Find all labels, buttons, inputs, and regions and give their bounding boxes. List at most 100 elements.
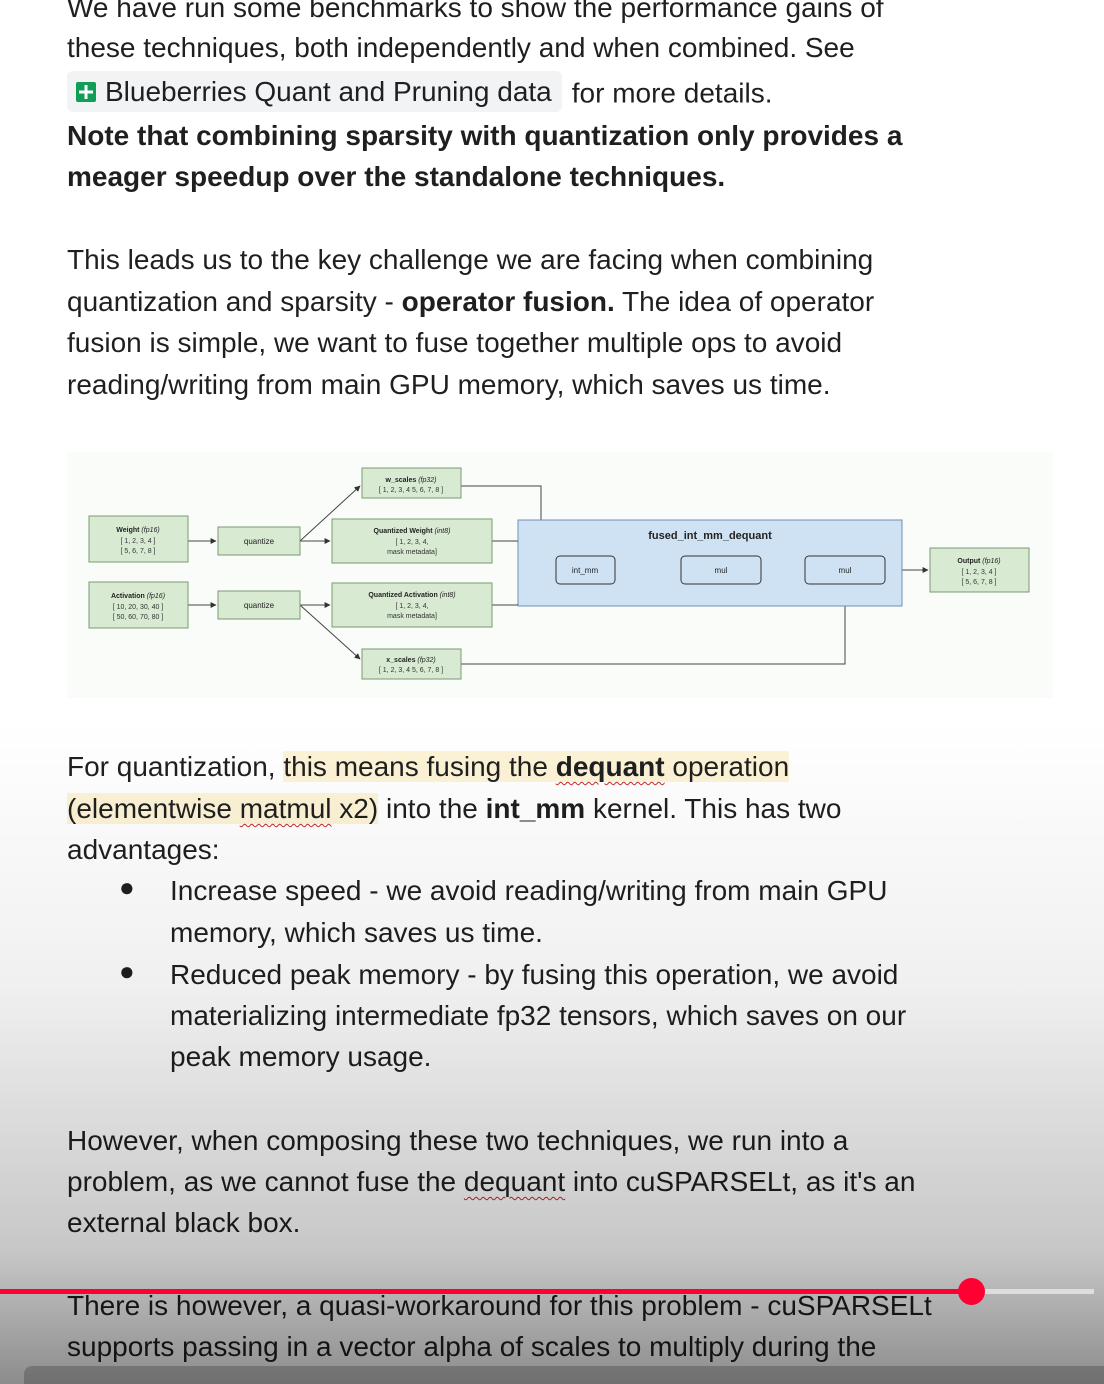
output-title: Output <box>957 558 981 565</box>
operator-fusion-term: operator fusion. <box>401 286 615 317</box>
quantized-activation-dtype: (int8) <box>440 592 456 599</box>
activation-dtype: (fp16) <box>147 593 165 600</box>
quantized-weight-title-line: Quantized Weight (int8) <box>374 528 451 535</box>
activation-node <box>88 581 189 629</box>
x-scales-row1: [ 1, 2, 3, 4 5, 6, 7, 8 ] <box>379 667 443 674</box>
paragraph5-line2: supports passing in a vector alpha of sc… <box>67 1331 877 1362</box>
quantize-label-bottom: quantize <box>244 601 275 610</box>
paragraph1-line2: these techniques, both independently and… <box>67 32 855 63</box>
quantize-label-top: quantize <box>244 537 275 546</box>
weight-node <box>88 515 189 563</box>
activation-title-line: Activation (fp16) <box>111 593 165 600</box>
paragraph3-line3: advantages: <box>67 834 220 865</box>
output-node <box>929 547 1030 593</box>
weight-row1: [ 1, 2, 3, 4 ] <box>120 538 155 545</box>
bullet2-line3: peak memory usage. <box>170 1041 432 1072</box>
paragraph5-line1: There is however, a quasi-workaround for… <box>67 1290 932 1321</box>
x-scales-title: x_scales <box>386 657 415 664</box>
int-mm-term: int_mm <box>485 793 586 824</box>
weight-title-line: Weight (fp16) <box>116 527 159 534</box>
paragraph4-line1: However, when composing these two techni… <box>67 1125 849 1156</box>
quantized-activation-row1: [ 1, 2, 3, 4, <box>395 603 428 610</box>
paragraph2-line2-c: The idea of operator <box>614 286 875 317</box>
x-scales-dtype: (fp32) <box>417 657 435 664</box>
mul-node-2 <box>804 555 886 585</box>
x-scales-title-line: x_scales (fp32) <box>386 657 435 664</box>
note-line2: meager speedup over the standalone techn… <box>67 161 726 192</box>
weight-title: Weight <box>116 527 140 534</box>
weight-dtype: (fp16) <box>141 527 159 534</box>
paragraph3-line2-a: (elementwise <box>67 793 240 824</box>
bullet1-line2: memory, which saves us time. <box>170 917 543 948</box>
dequant-term-2: dequant <box>463 1166 566 1197</box>
x-scales-node <box>361 648 462 680</box>
dequant-term: dequant <box>555 751 665 782</box>
w-scales-title: w_scales <box>385 477 417 484</box>
video-progress-handle[interactable] <box>957 1278 985 1305</box>
paragraph2-line1: This leads us to the key challenge we ar… <box>67 244 874 275</box>
paragraph3-line2: (elementwise matmul x2) into the int_mm … <box>67 788 841 829</box>
quantize-node-bottom <box>217 590 301 620</box>
w-scales-dtype: (fp32) <box>418 477 436 484</box>
paragraph4-line2: problem, as we cannot fuse the dequant i… <box>67 1161 915 1202</box>
quantized-weight-title: Quantized Weight <box>374 528 434 535</box>
paragraph1-line1: We have run some benchmarks to show the … <box>67 0 884 23</box>
activation-title: Activation <box>111 593 145 600</box>
video-progress-fill <box>0 1289 972 1294</box>
mul-label-2: mul <box>839 566 852 575</box>
quantized-activation-row2: mask metadata] <box>387 613 437 620</box>
w-scales-node <box>361 467 462 499</box>
w-scales-row1: [ 1, 2, 3, 4 5, 6, 7, 8 ] <box>379 487 443 494</box>
quantized-activation-title: Quantized Activation <box>368 592 437 599</box>
output-row1: [ 1, 2, 3, 4 ] <box>961 569 996 576</box>
paragraph3-line1-d: operation <box>664 751 790 782</box>
paragraph1-line3: Blueberries Quant and Pruning data for m… <box>67 71 773 114</box>
sheets-icon <box>76 81 96 102</box>
quantized-activation-node <box>331 582 493 628</box>
quantized-weight-row1: [ 1, 2, 3, 4, <box>395 539 428 546</box>
fusion-diagram: fused_int_mm_dequant int_mm mul mul Weig… <box>67 452 1053 698</box>
bullet2-line1: Reduced peak memory - by fusing this ope… <box>170 959 899 990</box>
quantize-node-top <box>217 526 301 556</box>
paragraph3-line2-d: into the <box>378 793 486 824</box>
int-mm-node <box>555 555 616 585</box>
mul-label-1: mul <box>715 566 728 575</box>
paragraph2-line2-a: quantization and sparsity - <box>67 286 402 317</box>
quantized-activation-title-line: Quantized Activation (int8) <box>368 592 455 599</box>
bullet-dot-2: ● <box>119 956 135 986</box>
paragraph3-line1: For quantization, this means fusing the … <box>67 746 790 787</box>
paragraph4-line2-c: into cuSPARSELt, as it's an <box>565 1166 916 1197</box>
note-line1: Note that combining sparsity with quanti… <box>67 120 903 151</box>
activation-row1: [ 10, 20, 30, 40 ] <box>113 604 164 611</box>
paragraph3-line2-f: kernel. This has two <box>585 793 842 824</box>
bullet2-line2: materializing intermediate fp32 tensors,… <box>170 1000 907 1031</box>
paragraph2-line3: fusion is simple, we want to fuse togeth… <box>67 327 843 358</box>
quantized-weight-dtype: (int8) <box>434 528 450 535</box>
quantized-weight-node <box>331 518 493 564</box>
w-scales-title-line: w_scales (fp32) <box>385 477 437 484</box>
output-title-line: Output (fp16) <box>957 558 1000 565</box>
fused-kernel-title: fused_int_mm_dequant <box>648 530 772 542</box>
paragraph2-line2: quantization and sparsity - operator fus… <box>67 281 874 322</box>
output-dtype: (fp16) <box>982 558 1000 565</box>
matmul-term: matmul <box>239 793 332 824</box>
bullet1-line1: Increase speed - we avoid reading/writin… <box>170 875 888 906</box>
mul-node-1 <box>680 555 762 585</box>
paragraph3-line2-c: x2) <box>331 793 379 824</box>
paragraph1-line3-tail: for more details. <box>571 77 773 109</box>
paragraph2-line4: reading/writing from main GPU memory, wh… <box>67 369 831 400</box>
bullet-dot-1: ● <box>119 872 135 902</box>
paragraph3-line1-a: For quantization, <box>67 751 284 782</box>
sheets-link-chip[interactable]: Blueberries Quant and Pruning data <box>67 71 562 112</box>
weight-row2: [ 5, 6, 7, 8 ] <box>120 548 155 555</box>
paragraph4-line3: external black box. <box>67 1207 301 1238</box>
fusion-diagram-svg: fused_int_mm_dequant int_mm mul mul Weig… <box>88 467 1030 680</box>
paragraph3-line1-b: this means fusing the <box>283 751 556 782</box>
output-row2: [ 5, 6, 7, 8 ] <box>961 579 996 586</box>
highlighted-text-1: this means fusing the dequant operation <box>283 751 790 782</box>
sheets-link-label: Blueberries Quant and Pruning data <box>105 76 552 107</box>
int-mm-label: int_mm <box>572 566 599 575</box>
highlighted-text-2: (elementwise matmul x2) <box>67 793 379 824</box>
video-controls-bar <box>24 1366 1104 1384</box>
activation-row2: [ 50, 60, 70, 80 ] <box>113 614 164 621</box>
